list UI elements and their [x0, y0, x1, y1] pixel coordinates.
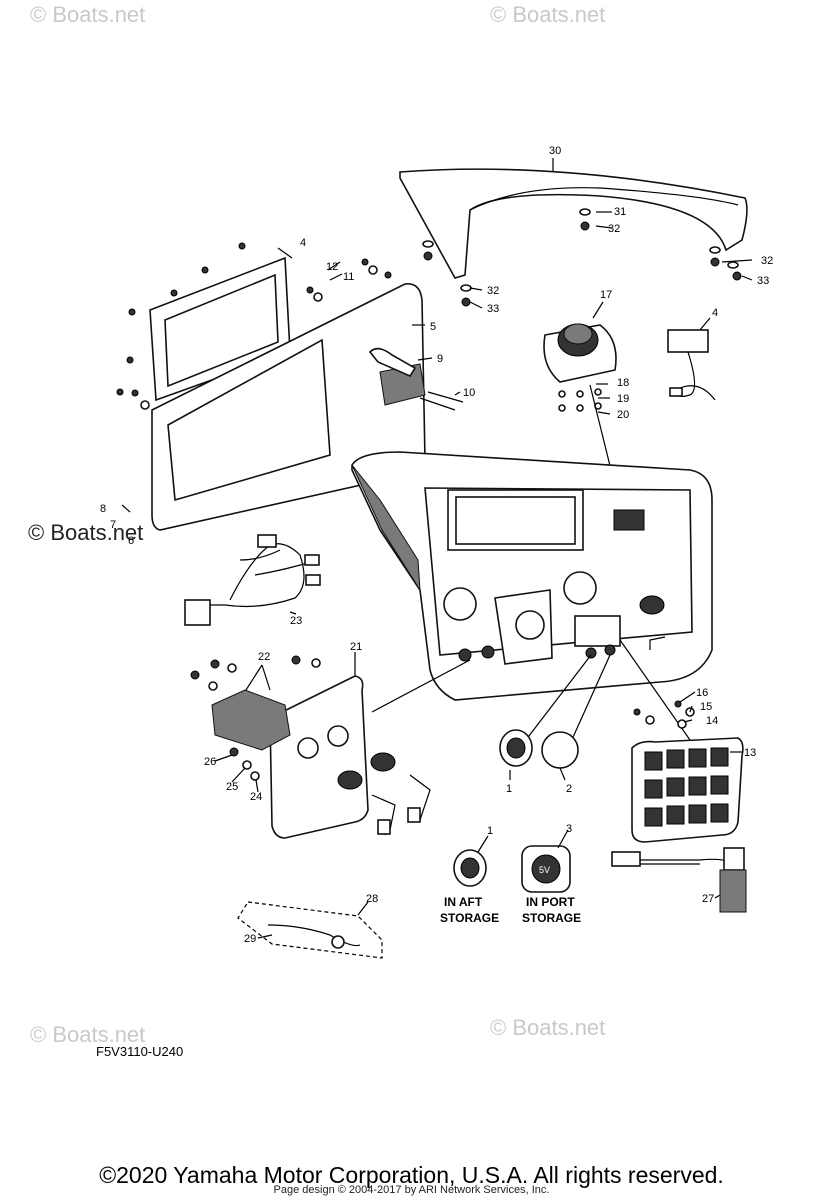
callout-32-a: 31 — [614, 206, 626, 218]
callout-8: 7 — [110, 519, 116, 531]
part-14-switch-panel — [631, 700, 744, 843]
callout-17: 16 — [696, 687, 708, 699]
callout-25: 24 — [250, 791, 262, 803]
caption-port-line2: STORAGE — [522, 911, 581, 925]
leader-lines — [121, 158, 753, 939]
callout-31: 30 — [549, 145, 561, 157]
part-4-module — [667, 329, 716, 401]
callout-21: 20 — [617, 409, 629, 421]
part-1-2-sockets — [499, 729, 579, 769]
watermark-mid-left: © Boats.net — [28, 520, 143, 545]
dash-console — [351, 451, 713, 756]
part-24-harness — [184, 534, 321, 626]
part-28-sensor — [611, 847, 747, 913]
callout-18: 17 — [600, 289, 612, 301]
callout-24: 23 — [290, 615, 302, 627]
callout-15: 14 — [706, 715, 718, 727]
callout-33-a: 32 — [608, 223, 620, 235]
watermark-bottom-left: © Boats.net — [30, 1022, 145, 1047]
callout-33-b: 33 — [487, 303, 499, 315]
callout-10: 9 — [437, 353, 443, 365]
part-10-latch — [368, 347, 464, 411]
callout-6: 5 — [430, 321, 436, 333]
page-credit: Page design © 2004-2017 by ARI Network S… — [273, 1184, 550, 1196]
callout-1-upper: 1 — [506, 783, 512, 795]
callout-4: 4 — [712, 307, 718, 319]
callout-29: 28 — [366, 893, 378, 905]
callout-14: 13 — [744, 747, 756, 759]
callout-22: 21 — [350, 641, 362, 653]
diagram-code: F5V3110-U240 — [96, 1044, 184, 1059]
callout-32-c: 32 — [761, 255, 773, 267]
caption-aft-line2: STORAGE — [440, 911, 499, 925]
callout-1-aft: 1 — [487, 825, 493, 837]
callout-numbers: 30 31 32 32 33 32 33 4 12 11 5 9 10 17 4… — [100, 145, 773, 945]
callout-13: 12 — [326, 261, 338, 273]
watermark-bottom-right: © Boats.net — [490, 1015, 605, 1040]
callout-11: 10 — [463, 387, 475, 399]
watermark-top-right: © Boats.net — [490, 2, 605, 27]
caption-port-line1: IN PORT — [526, 895, 575, 909]
callout-3: 3 — [566, 823, 572, 835]
callout-26: 25 — [226, 781, 238, 793]
callout-30: 29 — [244, 933, 256, 945]
part-31-visor — [399, 168, 748, 279]
callout-19: 18 — [617, 377, 629, 389]
part-1-aft-socket — [453, 849, 487, 887]
key-switch-bezels — [337, 752, 431, 836]
callout-28: 27 — [702, 893, 714, 905]
callout-12: 11 — [343, 271, 354, 283]
callout-20: 19 — [617, 393, 629, 405]
part-22-switch-plate — [190, 655, 369, 839]
callout-5: 4 — [300, 237, 306, 249]
watermark-top-left: © Boats.net — [30, 2, 145, 27]
callout-9: 8 — [100, 503, 106, 515]
callout-16: 15 — [700, 701, 712, 713]
callout-2: 2 — [566, 783, 572, 795]
callout-7: 6 — [128, 535, 134, 547]
usb-label: 5V — [539, 865, 550, 875]
callout-32-b: 32 — [487, 285, 499, 297]
part-3-port-usb: 5V — [521, 845, 571, 893]
visor-hardware — [422, 208, 742, 307]
callout-27: 26 — [204, 756, 216, 768]
callout-23: 22 — [258, 651, 270, 663]
callout-33-c: 33 — [757, 275, 769, 287]
part-29-30-kit — [237, 901, 383, 959]
caption-aft-line1: IN AFT — [444, 895, 483, 909]
copyright: ©2020 Yamaha Motor Corporation, U.S.A. A… — [99, 1162, 724, 1188]
